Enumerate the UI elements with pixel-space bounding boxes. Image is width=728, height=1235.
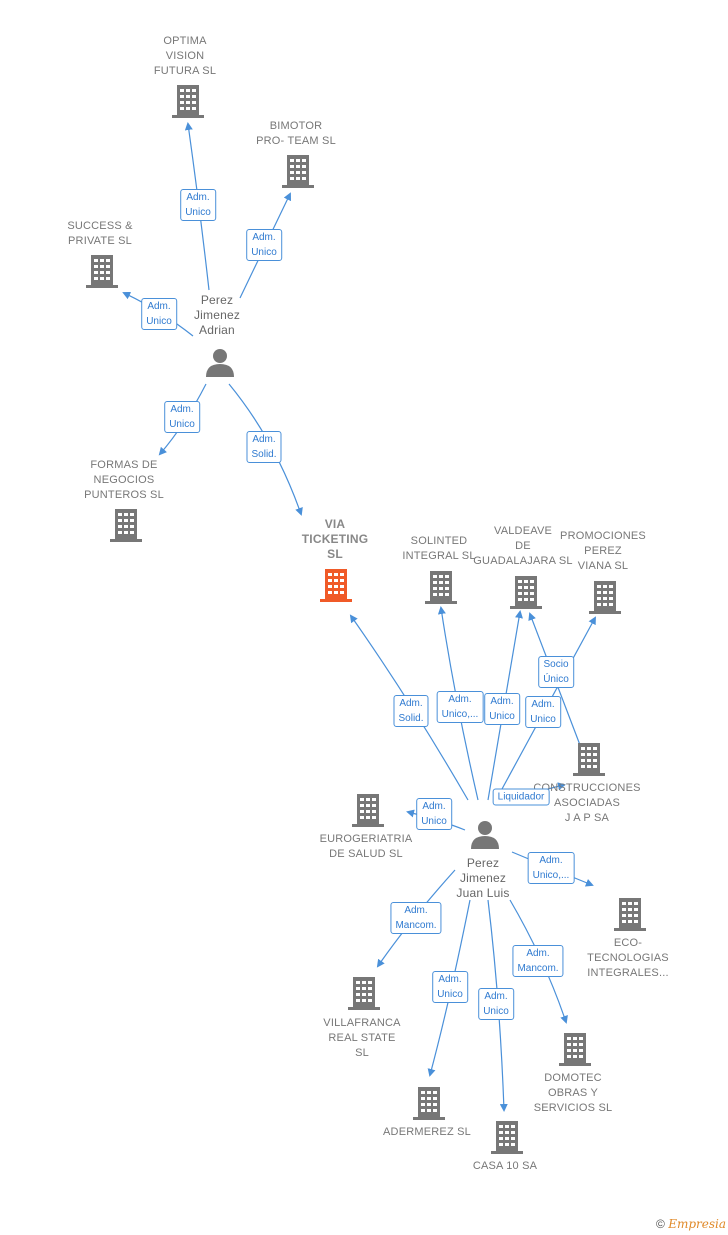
person-label-juanluis[interactable]: Perez Jimenez Juan Luis: [456, 856, 510, 900]
building-icon[interactable]: [172, 83, 204, 119]
person-icon[interactable]: [470, 819, 500, 849]
person-label-adrian[interactable]: Perez Jimenez Adrian: [193, 293, 241, 337]
edge-badge: Adm. Solid.: [393, 695, 429, 727]
company-label-success[interactable]: SUCCESS & PRIVATE SL: [67, 220, 133, 247]
building-icon[interactable]: [491, 1119, 523, 1155]
edge-badge: Liquidador: [492, 788, 550, 806]
person-icon[interactable]: [205, 347, 235, 377]
company-label-optima[interactable]: OPTIMA VISION FUTURA SL: [153, 35, 217, 77]
building-icon-focus[interactable]: [320, 567, 352, 603]
building-icon[interactable]: [425, 569, 457, 605]
copyright-symbol: ©: [656, 1217, 665, 1231]
edge-badge: Adm. Unico: [164, 401, 200, 433]
edge-badge: Adm. Unico: [180, 189, 216, 221]
edge-badge: Adm. Solid.: [246, 431, 282, 463]
company-label-eurogeriatria[interactable]: EUROGERIATRIA DE SALUD SL: [319, 833, 413, 860]
company-label-bimotor[interactable]: BIMOTOR PRO- TEAM SL: [256, 120, 336, 147]
building-icon[interactable]: [86, 253, 118, 289]
company-label-promociones[interactable]: PROMOCIONES PEREZ VIANA SL: [560, 530, 646, 572]
edge-badge: Adm. Unico: [416, 798, 452, 830]
building-icon[interactable]: [413, 1085, 445, 1121]
brand-footer[interactable]: © Empresia: [656, 1217, 726, 1231]
company-label-valdeave[interactable]: VALDEAVE DE GUADALAJARA SL: [473, 525, 573, 567]
edge-badge: Socio Único: [538, 656, 574, 688]
building-icon[interactable]: [614, 896, 646, 932]
edge-badge: Adm. Unico: [525, 696, 561, 728]
building-icon[interactable]: [589, 579, 621, 615]
building-icon[interactable]: [573, 741, 605, 777]
building-icon[interactable]: [559, 1031, 591, 1067]
company-label-casa10[interactable]: CASA 10 SA: [472, 1160, 538, 1172]
building-icon[interactable]: [282, 153, 314, 189]
building-icon[interactable]: [352, 792, 384, 828]
company-label-eco[interactable]: ECO- TECNOLOGIAS INTEGRALES...: [587, 937, 669, 979]
building-icon[interactable]: [110, 507, 142, 543]
company-label-via-ticketing[interactable]: VIA TICKETING SL: [301, 517, 369, 561]
edge-badge: Adm. Unico,...: [436, 691, 484, 723]
building-icon[interactable]: [510, 574, 542, 610]
edge-badge: Adm. Unico: [432, 971, 468, 1003]
edge-badge: Adm. Unico,...: [527, 852, 575, 884]
company-label-formas[interactable]: FORMAS DE NEGOCIOS PUNTEROS SL: [84, 459, 164, 501]
edge-badge: Adm. Unico: [141, 298, 177, 330]
company-label-solinted[interactable]: SOLINTED INTEGRAL SL: [402, 535, 476, 562]
building-icon[interactable]: [348, 975, 380, 1011]
edge-badge: Adm. Mancom.: [390, 902, 442, 934]
edge-badge: Adm. Mancom.: [512, 945, 564, 977]
company-label-construcciones[interactable]: CONSTRUCCIONES ASOCIADAS J A P SA: [533, 782, 641, 824]
brand-name: Empresia: [668, 1217, 726, 1231]
edge-badge: Adm. Unico: [484, 693, 520, 725]
company-label-villafranca[interactable]: VILLAFRANCA REAL STATE SL: [323, 1017, 401, 1059]
company-label-adermerez[interactable]: ADERMEREZ SL: [383, 1126, 471, 1138]
edge-badge: Adm. Unico: [246, 229, 282, 261]
edge-badge: Adm. Unico: [478, 988, 514, 1020]
company-label-domotec[interactable]: DOMOTEC OBRAS Y SERVICIOS SL: [533, 1072, 613, 1114]
